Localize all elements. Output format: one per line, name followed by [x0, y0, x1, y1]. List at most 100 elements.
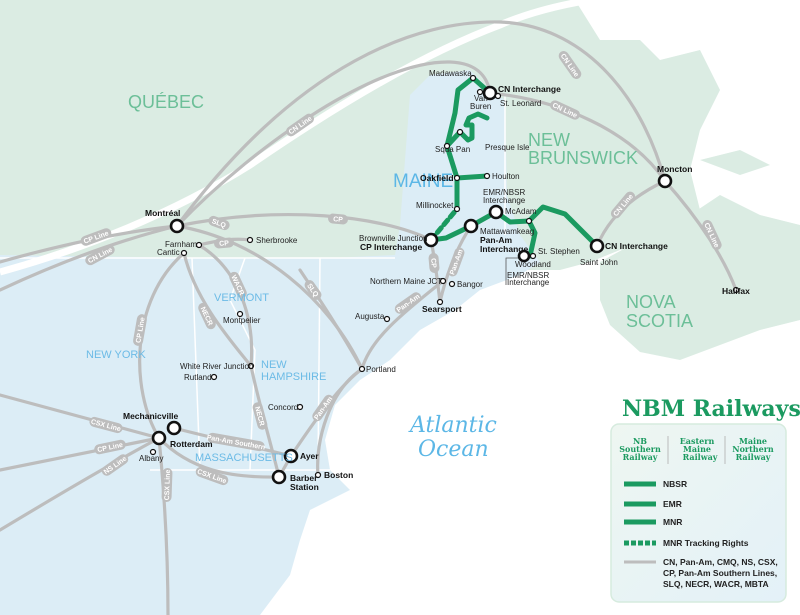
station-mcadam: McAdam	[505, 207, 537, 216]
svg-text:Railway: Railway	[683, 452, 718, 462]
emr-line	[428, 209, 538, 259]
station-cn-interchange-east: CN Interchange	[605, 241, 668, 251]
station-augusta: Augusta	[355, 312, 385, 321]
svg-text:Maine: Maine	[739, 436, 767, 446]
station-markers	[149, 74, 740, 485]
station-white-river-junction: White River Junction	[180, 362, 253, 371]
station-van-buren-1: Van	[474, 94, 488, 103]
station-portland: Portland	[366, 365, 396, 374]
legend: NBM Railways NB Southern Railway Eastern…	[610, 396, 800, 603]
station-pan-am-interchange-1: Pan-Am	[480, 235, 513, 245]
region-new-brunswick-2: BRUNSWICK	[528, 148, 638, 168]
nbsr-line	[526, 204, 600, 249]
svg-text:CP: CP	[429, 258, 437, 269]
svg-text:Northern: Northern	[732, 444, 774, 454]
station-squa-pan: Squa Pan	[435, 145, 470, 154]
us-land	[0, 70, 540, 615]
svg-text:MNR: MNR	[663, 517, 682, 527]
legend-item-mnr-tracking-rights: MNR Tracking Rights	[624, 538, 749, 548]
line-label-cp: CP	[328, 213, 348, 225]
emr-nbsr-interchange-south-1: EMR/NBSR	[507, 271, 549, 280]
svg-text:NBSR: NBSR	[663, 479, 687, 489]
other-rail-lines	[0, 20, 738, 615]
region-nova-scotia-1: NOVA	[626, 292, 676, 312]
legend-title: NBM Railways	[622, 396, 800, 422]
region-vermont: VERMONT	[214, 292, 269, 304]
legend-item-emr: EMR	[624, 499, 682, 509]
station-farnham: Farnham	[165, 240, 197, 249]
mnr-presque-isle	[444, 111, 490, 149]
region-new-hampshire-1: NEW	[261, 359, 287, 371]
region-massachusetts: MASSACHUSETTS	[195, 452, 293, 464]
station-montpelier: Montpelier	[223, 316, 261, 325]
station-moncton: Moncton	[657, 164, 692, 174]
station-rutland: Rutland	[184, 373, 212, 382]
line-label-csx: CSX Line	[161, 468, 173, 502]
svg-text:CP: CP	[219, 240, 230, 248]
nova-scotia-land	[600, 195, 800, 360]
svg-text:MNR Tracking Rights: MNR Tracking Rights	[663, 538, 749, 548]
station-boston: Boston	[324, 470, 353, 480]
logo-nb-southern-railway: NB Southern Railway	[619, 436, 661, 462]
line-label-cp: CP	[428, 253, 440, 273]
region-nova-scotia-2: SCOTIA	[626, 311, 693, 331]
station-houlton: Houlton	[492, 172, 520, 181]
station-mattawamkeag: Mattawamkeag	[480, 227, 534, 236]
station-sherbrooke: Sherbrooke	[256, 236, 298, 245]
emr-nbsr-interchange-north-1: EMR/NBSR	[483, 188, 525, 197]
ocean-label-2: Ocean	[418, 437, 489, 462]
station-pan-am-interchange-2: Interchange	[480, 244, 528, 254]
svg-text:CSX Line: CSX Line	[164, 469, 172, 500]
svg-text:EMR: EMR	[663, 499, 682, 509]
svg-text:NB: NB	[633, 436, 647, 446]
svg-text:Eastern: Eastern	[680, 436, 715, 446]
svg-text:Maine: Maine	[683, 444, 711, 454]
station-labels: Montréal Farnham Cantic Sherbrooke Mecha…	[123, 69, 750, 492]
station-saint-john: Saint John	[580, 258, 618, 267]
svg-text:CN, Pan-Am, CMQ, NS, CSX,: CN, Pan-Am, CMQ, NS, CSX,	[663, 557, 778, 567]
line-label-cp-line: CP Line	[133, 314, 147, 346]
station-rotterdam: Rotterdam	[170, 439, 213, 449]
line-label-necr: NECR	[252, 402, 268, 430]
station-concord: Concord	[268, 403, 298, 412]
svg-text:CP Line: CP Line	[135, 317, 146, 344]
legend-box	[610, 423, 787, 603]
station-barber-2: Station	[290, 482, 319, 492]
station-albany: Albany	[139, 454, 163, 463]
region-maine: MAINE	[393, 171, 453, 192]
line-label-cp: CP	[214, 237, 234, 249]
station-montreal: Montréal	[145, 208, 180, 218]
station-st-leonard: St. Leonard	[500, 99, 541, 108]
station-bangor: Bangor	[457, 280, 483, 289]
station-northern-maine-jct: Northern Maine JCT	[370, 277, 442, 286]
region-new-york: NEW YORK	[86, 349, 146, 361]
svg-text:CP: CP	[333, 216, 344, 224]
region-quebec: QUÉBEC	[128, 92, 204, 112]
svg-text:SLQ, NECR, WACR, MBTA: SLQ, NECR, WACR, MBTA	[663, 579, 769, 589]
station-mechanicville: Mechanicville	[123, 411, 179, 421]
region-new-brunswick-1: NEW	[528, 130, 570, 150]
logo-maine-northern-railway: Maine Northern Railway	[732, 436, 774, 462]
station-halifax: Halifax	[722, 286, 750, 296]
svg-text:Railway: Railway	[736, 452, 771, 462]
station-ayer: Ayer	[300, 451, 319, 461]
station-barber-1: Barber	[290, 473, 318, 483]
pei-land	[700, 150, 770, 175]
svg-text:Southern: Southern	[619, 444, 661, 454]
station-van-buren-2: Buren	[470, 102, 491, 111]
station-millinocket: Millinocket	[416, 201, 454, 210]
emr-nbsr-interchange-north-2: Interchange	[483, 196, 526, 205]
svg-text:Railway: Railway	[623, 452, 658, 462]
legend-item-other-lines: CN, Pan-Am, CMQ, NS, CSX, CP, Pan-Am Sou…	[624, 557, 778, 589]
ocean-label-1: Atlantic	[408, 413, 497, 438]
station-woodland: Woodland	[515, 260, 551, 269]
svg-text:NECR: NECR	[253, 406, 265, 427]
line-label-slq: SLQ	[208, 215, 230, 231]
station-brownville-1: Brownville Junction	[359, 234, 427, 243]
station-madawaska: Madawaska	[429, 69, 472, 78]
region-labels: QUÉBEC NEW BRUNSWICK MAINE NOVA SCOTIA N…	[86, 92, 693, 464]
svg-text:CP, Pan-Am Southern Lines,: CP, Pan-Am Southern Lines,	[663, 568, 777, 578]
station-presque-isle: Presque Isle	[485, 143, 530, 152]
